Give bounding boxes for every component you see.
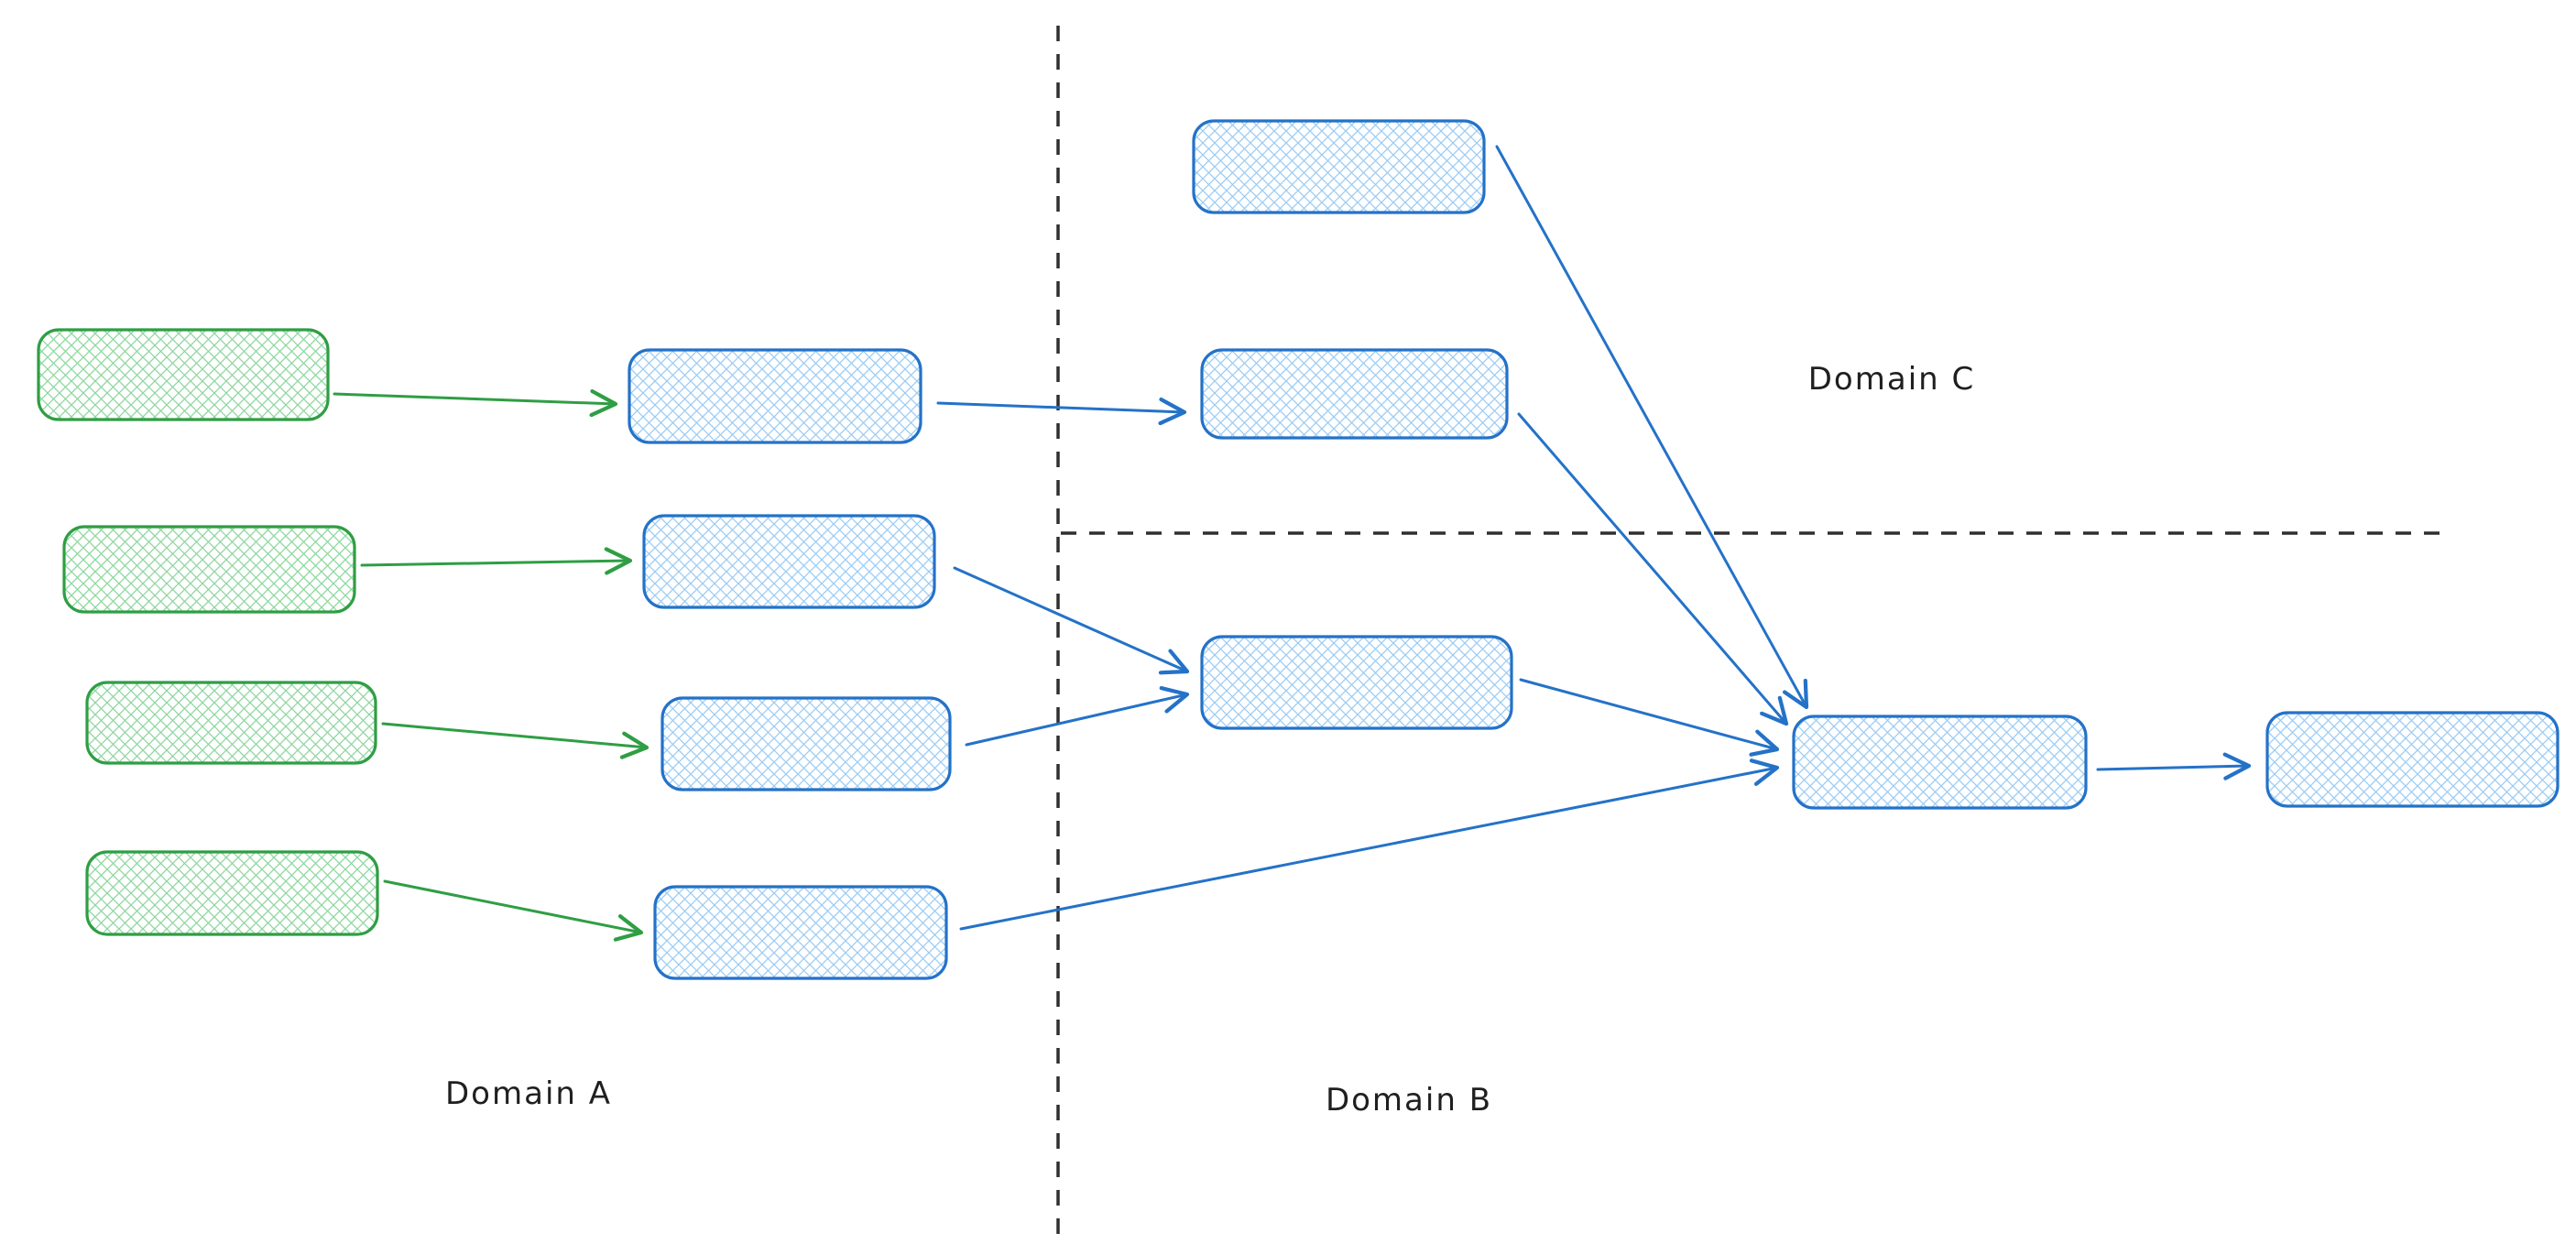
node-a1[interactable] bbox=[37, 328, 330, 421]
edges-layer bbox=[333, 145, 2252, 942]
node-c2[interactable] bbox=[1200, 348, 1509, 440]
arrow-b4-to-hub[interactable] bbox=[959, 758, 1780, 931]
node-hub[interactable] bbox=[1792, 715, 2088, 810]
arrow-b3-to-c3[interactable] bbox=[965, 685, 1190, 747]
arrow-c2-to-hub[interactable] bbox=[1517, 412, 1789, 726]
node-b3[interactable] bbox=[660, 696, 952, 791]
node-c3[interactable] bbox=[1200, 635, 1513, 730]
nodes-layer bbox=[37, 119, 2560, 980]
domain-dividers bbox=[1056, 26, 2446, 1234]
arrow-c1-to-hub[interactable] bbox=[1495, 145, 1809, 710]
node-a2[interactable] bbox=[62, 525, 356, 614]
node-out[interactable] bbox=[2265, 711, 2560, 808]
node-c1[interactable] bbox=[1192, 119, 1486, 214]
domain-c-label[interactable]: Domain C bbox=[1808, 361, 1975, 398]
arrow-b2-to-c3[interactable] bbox=[953, 566, 1190, 675]
arrow-a1-to-b1[interactable] bbox=[333, 388, 618, 418]
arrow-a2-to-b2[interactable] bbox=[360, 547, 633, 575]
arrow-b1-to-c2[interactable] bbox=[936, 397, 1187, 426]
arrow-hub-to-out[interactable] bbox=[2096, 752, 2252, 780]
domain-a-label[interactable]: Domain A bbox=[445, 1075, 612, 1112]
arrow-a3-to-b3[interactable] bbox=[381, 722, 649, 759]
node-a3[interactable] bbox=[85, 681, 377, 765]
arrow-c3-to-hub[interactable] bbox=[1519, 678, 1780, 757]
domain-b-label[interactable]: Domain B bbox=[1326, 1082, 1492, 1119]
node-b2[interactable] bbox=[642, 514, 936, 609]
node-b4[interactable] bbox=[653, 885, 948, 980]
node-b1[interactable] bbox=[628, 348, 922, 444]
arrow-a4-to-b4[interactable] bbox=[383, 879, 644, 942]
node-a4[interactable] bbox=[85, 850, 379, 936]
